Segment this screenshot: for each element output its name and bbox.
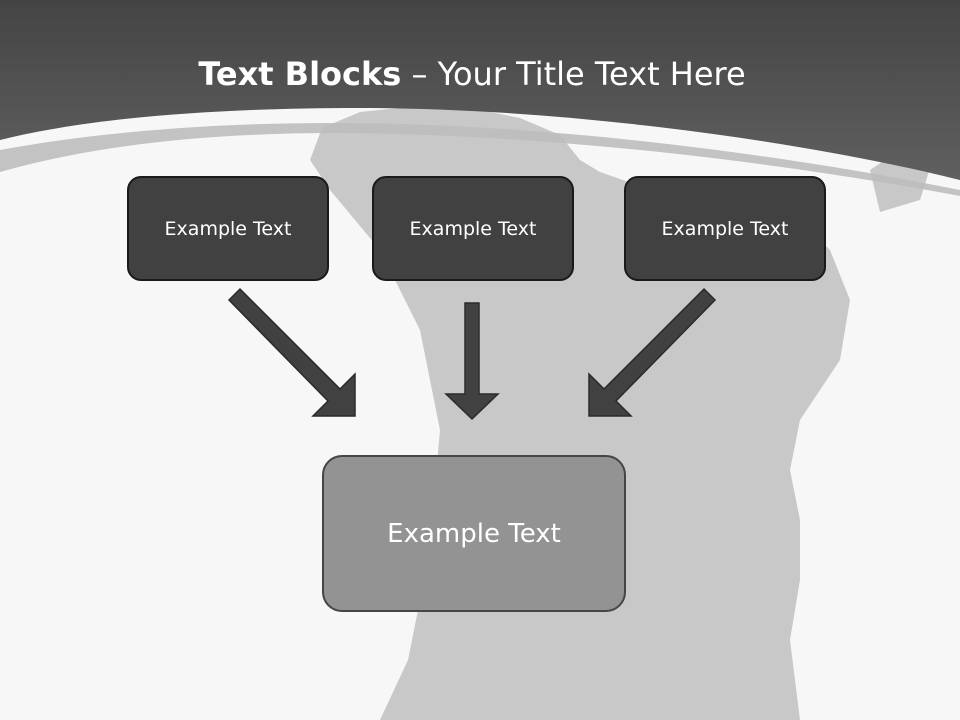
header-stripe xyxy=(0,123,960,196)
text-block-label: Example Text xyxy=(164,217,292,240)
text-block-center[interactable]: Example Text xyxy=(372,176,574,281)
slide-title: Text Blocks – Your Title Text Here xyxy=(0,52,944,96)
arrow-right-diagonal xyxy=(588,287,717,417)
text-block-right[interactable]: Example Text xyxy=(624,176,826,281)
text-block-left[interactable]: Example Text xyxy=(127,176,329,281)
target-block-label: Example Text xyxy=(387,518,561,549)
arrow-down xyxy=(444,302,500,421)
arrow-left-diagonal xyxy=(227,287,356,417)
title-bold: Text Blocks xyxy=(198,55,402,93)
text-block-label: Example Text xyxy=(409,217,537,240)
header-band xyxy=(0,0,960,180)
text-block-label: Example Text xyxy=(661,217,789,240)
title-rest: – Your Title Text Here xyxy=(401,55,746,93)
target-block[interactable]: Example Text xyxy=(322,455,626,612)
